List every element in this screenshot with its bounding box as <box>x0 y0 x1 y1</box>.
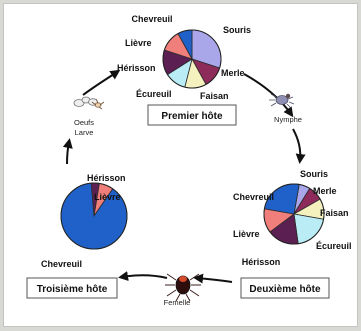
arrow-nymph-to-second <box>292 128 306 164</box>
pie2-label-faisan: Faisan <box>320 208 349 218</box>
female-tick-icon <box>165 273 201 302</box>
arrow-first-to-nymph <box>243 73 294 118</box>
lifecycle-diagram: Premier hôte Deuxième hôte Troisième hôt… <box>26 14 352 307</box>
pie1-label-lievre: Lièvre <box>125 38 152 48</box>
pie3-label-lievre: Lièvre <box>94 192 121 202</box>
eggs-label: Oeufs <box>74 118 94 127</box>
first-host-label: Premier hôte <box>161 111 223 122</box>
first-host-box: Premier hôte <box>147 104 237 126</box>
pie2-label-chevreuil: Chevreuil <box>233 192 274 202</box>
pie2-slice-écureuil <box>293 213 325 245</box>
pie1-outline <box>162 29 222 89</box>
pie2-label-merle: Merle <box>313 186 337 196</box>
pie1-label-faisan: Faisan <box>200 91 229 101</box>
pie2-label-ecureuil: Écureuil <box>316 241 352 251</box>
arrow-second-to-female <box>193 273 233 284</box>
eggs-larva-icon <box>73 96 105 110</box>
female-label: Femelle <box>164 298 191 307</box>
pie1-label-merle: Merle <box>221 68 245 78</box>
pie1-label-souris: Souris <box>223 25 251 35</box>
pie2-label-lievre: Lièvre <box>233 229 260 239</box>
nymph-icon <box>269 93 295 109</box>
pie1-label-ecureuil: Écureuil <box>136 89 172 99</box>
arrow-female-to-third <box>118 271 168 281</box>
diagram-panel: Premier hôte Deuxième hôte Troisième hôt… <box>4 4 357 326</box>
pie1-label-herisson: Hérisson <box>117 63 156 73</box>
third-host-label: Troisième hôte <box>37 284 108 295</box>
third-host-box: Troisième hôte <box>26 277 118 299</box>
second-host-box: Deuxième hôte <box>240 277 330 299</box>
pie-chart-second-host <box>263 183 325 245</box>
pie2-label-herisson: Hérisson <box>242 257 281 267</box>
pie-chart-first-host <box>162 29 222 89</box>
arrow-third-to-eggs <box>62 138 73 165</box>
second-host-label: Deuxième hôte <box>249 284 321 295</box>
pie1-label-chevreuil: Chevreuil <box>131 14 172 24</box>
pie3-outline <box>60 182 128 250</box>
nymph-label: Nymphe <box>274 115 302 124</box>
pie3-label-chevreuil: Chevreuil <box>41 259 82 269</box>
pie3-label-herisson: Hérisson <box>87 173 126 183</box>
arrow-eggs-to-first <box>82 69 121 96</box>
larva-label: Larve <box>75 128 94 137</box>
pie2-label-souris: Souris <box>300 169 328 179</box>
pie2-outline <box>263 183 325 245</box>
pie-chart-third-host <box>60 182 128 250</box>
